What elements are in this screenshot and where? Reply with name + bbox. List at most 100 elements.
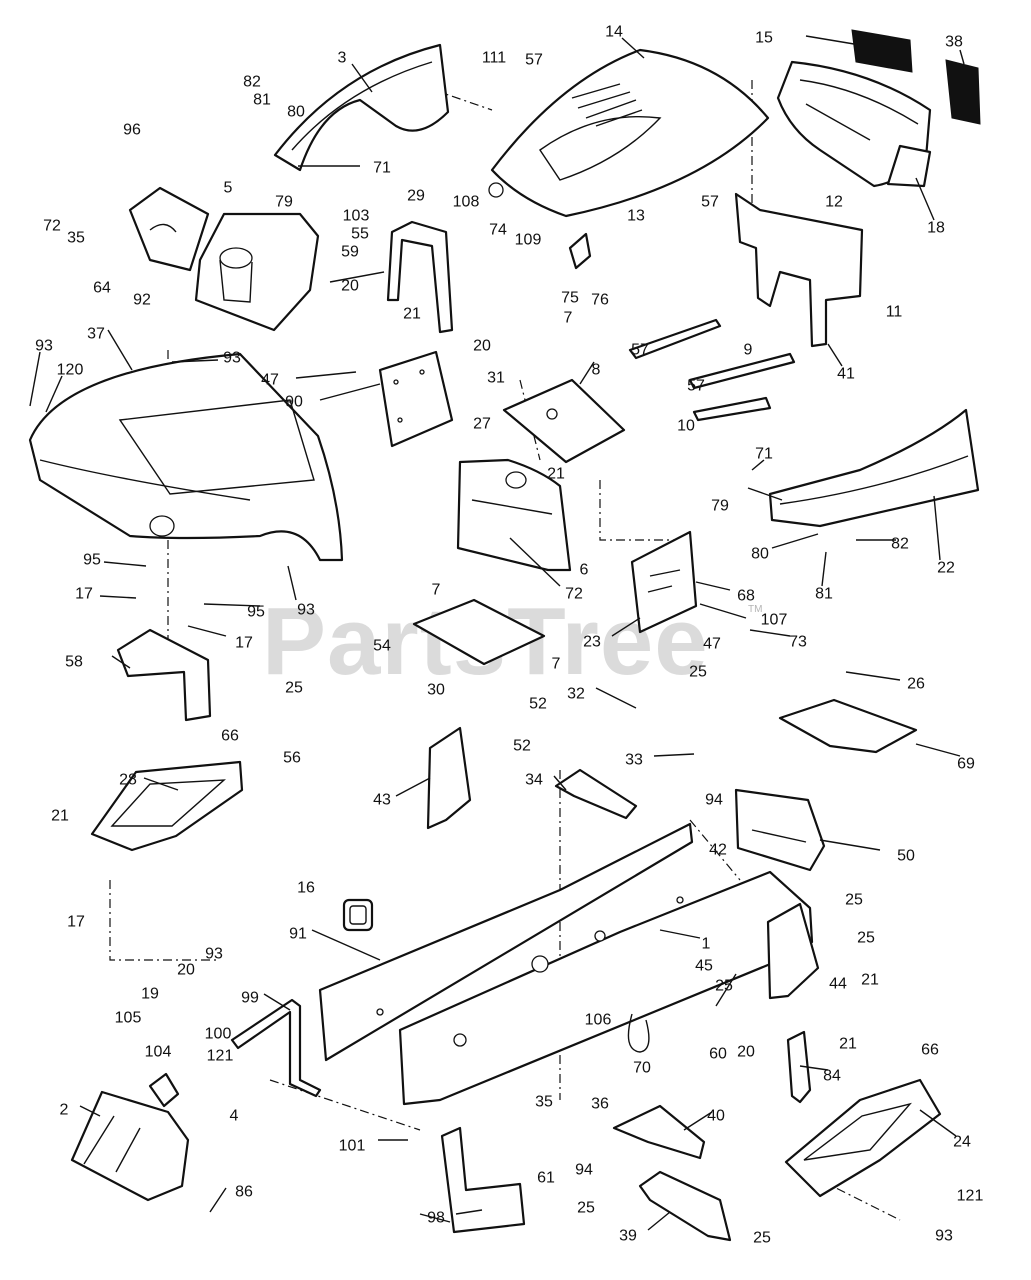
callout-c15: 15: [755, 30, 773, 47]
callout-c60: 60: [709, 1046, 727, 1063]
callout-c58: 58: [65, 654, 83, 671]
part-23-plate: [630, 530, 698, 634]
callout-c2: 2: [60, 1102, 69, 1119]
watermark-trademark: TM: [748, 604, 762, 615]
callout-c74: 74: [489, 222, 507, 239]
callout-c34: 34: [525, 772, 543, 789]
callout-c104: 104: [145, 1044, 172, 1061]
callout-c52a: 52: [529, 696, 547, 713]
part-37-fender-deck: [28, 352, 344, 562]
callout-c98: 98: [427, 1210, 445, 1227]
callout-c111: 111: [482, 50, 506, 67]
callout-c6: 6: [580, 562, 589, 579]
part-5-dash-console: [194, 212, 320, 332]
callout-c43: 43: [373, 792, 391, 809]
callout-c57b: 57: [701, 194, 719, 211]
part-104-bracket: [148, 1072, 180, 1108]
part-44-bracket: [766, 902, 820, 1000]
callout-c57c: 57: [631, 342, 649, 359]
callout-c19: 19: [141, 986, 159, 1003]
callout-c93a: 93: [35, 338, 53, 355]
callout-c47b: 47: [703, 636, 721, 653]
part-69-shield: [778, 698, 918, 754]
callout-c94a: 94: [705, 792, 723, 809]
callout-c37: 37: [87, 326, 105, 343]
part-2-front-plate: [70, 1090, 190, 1202]
callout-c35a: 35: [67, 230, 85, 247]
part-14-hood: [490, 48, 770, 218]
callout-c10: 10: [677, 418, 695, 435]
callout-c82b: 82: [891, 536, 909, 553]
callout-c93d: 93: [205, 946, 223, 963]
callout-c39: 39: [619, 1228, 637, 1245]
part-9-10-linkage-rods: [628, 318, 796, 422]
callout-c99: 99: [241, 990, 259, 1007]
callout-c33: 33: [625, 752, 643, 769]
callout-c30: 30: [427, 682, 445, 699]
callout-c80b: 80: [751, 546, 769, 563]
callout-c25f: 25: [577, 1200, 595, 1217]
callout-c25c: 25: [845, 892, 863, 909]
callout-c22: 22: [937, 560, 955, 577]
part-40-bracket: [612, 1104, 706, 1160]
callout-c55: 55: [351, 226, 369, 243]
callout-c80a: 80: [287, 104, 305, 121]
callout-c29: 29: [407, 188, 425, 205]
callout-c25a: 25: [689, 664, 707, 681]
callout-c90: 90: [285, 394, 303, 411]
callout-c41: 41: [837, 366, 855, 383]
part-12-13-small-hardware: [488, 182, 592, 270]
part-1-91-main-frame: [318, 822, 814, 1106]
part-8-mount-plate: [502, 378, 626, 464]
callout-c25b: 25: [285, 680, 303, 697]
callout-c82a: 82: [243, 74, 261, 91]
callout-c66b: 66: [921, 1042, 939, 1059]
callout-c84: 84: [823, 1068, 841, 1085]
callout-c40: 40: [707, 1108, 725, 1125]
callout-c91: 91: [289, 926, 307, 943]
part-16-grommet: [342, 898, 374, 932]
part-50-bracket: [734, 788, 826, 872]
callout-c96: 96: [123, 122, 141, 139]
callout-c11: 11: [886, 304, 903, 321]
callout-c20b: 20: [473, 338, 491, 355]
part-41-bracket: [734, 192, 864, 348]
callout-c20d: 20: [737, 1044, 755, 1061]
part-99-rod: [230, 998, 322, 1098]
callout-c17a: 17: [75, 586, 93, 603]
callout-c16: 16: [297, 880, 315, 897]
part-39-bracket: [638, 1170, 732, 1242]
callout-c71b: 71: [755, 446, 773, 463]
callout-c95b: 95: [247, 604, 265, 621]
callout-c17b: 17: [235, 635, 253, 652]
callout-c72a: 72: [43, 218, 61, 235]
callout-c35b: 35: [535, 1094, 553, 1111]
callout-c21b: 21: [547, 466, 565, 483]
callout-c105: 105: [115, 1010, 142, 1027]
part-29-bracket: [386, 220, 454, 334]
callout-c9: 9: [744, 342, 753, 359]
callout-c8: 8: [592, 362, 601, 379]
callout-c28: 28: [119, 772, 137, 789]
callout-c109: 109: [515, 232, 542, 249]
part-43-bracket: [426, 726, 472, 830]
callout-c20c: 20: [177, 962, 195, 979]
part-92-console-cover: [128, 186, 210, 272]
callout-c21e: 21: [839, 1036, 857, 1053]
callout-c59: 59: [341, 244, 359, 261]
callout-c45: 45: [695, 958, 713, 975]
callout-c25d: 25: [857, 930, 875, 947]
callout-c86: 86: [235, 1184, 253, 1201]
callout-c79a: 79: [275, 194, 293, 211]
callout-c93c: 93: [297, 602, 315, 619]
callout-c95a: 95: [83, 552, 101, 569]
callout-c25g: 25: [753, 1230, 771, 1247]
callout-c31: 31: [487, 370, 505, 387]
callout-c14: 14: [605, 24, 623, 41]
callout-c94b: 94: [575, 1162, 593, 1179]
part-24-footrest-right: [784, 1078, 942, 1198]
callout-c106: 106: [585, 1012, 612, 1029]
callout-c36: 36: [591, 1096, 609, 1113]
callout-c23: 23: [583, 634, 601, 651]
